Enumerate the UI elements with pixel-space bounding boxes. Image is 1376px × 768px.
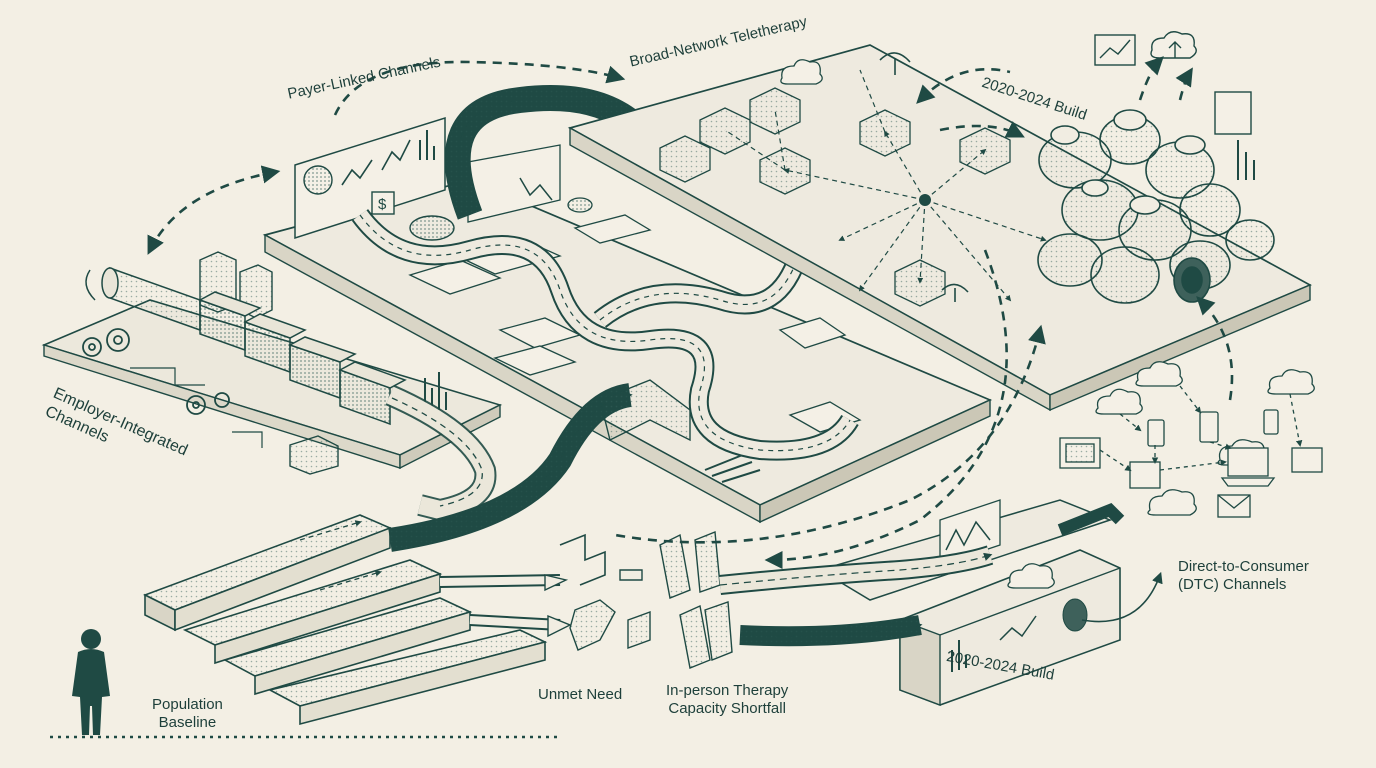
dtc-label: Direct-to-Consumer (DTC) Channels [1178, 558, 1309, 594]
population-label-line2: Baseline [158, 714, 217, 731]
population-baseline-label: Population Baseline [152, 696, 223, 732]
inperson-label-line1: In-person Therapy [666, 682, 789, 699]
phone-icon [1147, 409, 1279, 447]
bottom-roads [719, 502, 1125, 647]
flow-arrows [147, 56, 1234, 570]
population-label-line1: Population [152, 696, 223, 713]
employer-pipeline [85, 266, 497, 522]
inperson-label-line2: Capacity Shortfall [668, 700, 786, 717]
dollar-icon: $ [371, 191, 395, 215]
unmet-need-label: Unmet Need [538, 686, 623, 703]
inperson-shortfall-label: In-person Therapy Capacity Shortfall [666, 682, 788, 718]
build-blob [1037, 31, 1275, 304]
person-icon [72, 629, 110, 735]
broad-network-platform [567, 44, 1312, 412]
satellite-dish-icon [879, 52, 969, 302]
svg-text:$: $ [378, 196, 387, 213]
center-road [388, 379, 691, 552]
pie-chart-icon [303, 165, 333, 195]
population-ramps [142, 514, 548, 726]
dtc-label-line1: Direct-to-Consumer [1178, 558, 1309, 575]
unmet-need-blocks [559, 531, 733, 669]
ramp-arrows [299, 520, 572, 638]
arch-road [444, 85, 650, 220]
dtc-region [1059, 361, 1323, 518]
envelope-icon [1217, 494, 1251, 518]
dtc-label-line2: (DTC) Channels [1178, 576, 1287, 593]
cloud-icon [780, 59, 823, 85]
gear-icon [82, 328, 230, 415]
bottom-build-platform [818, 499, 1163, 707]
laptop-icon [1059, 437, 1323, 489]
